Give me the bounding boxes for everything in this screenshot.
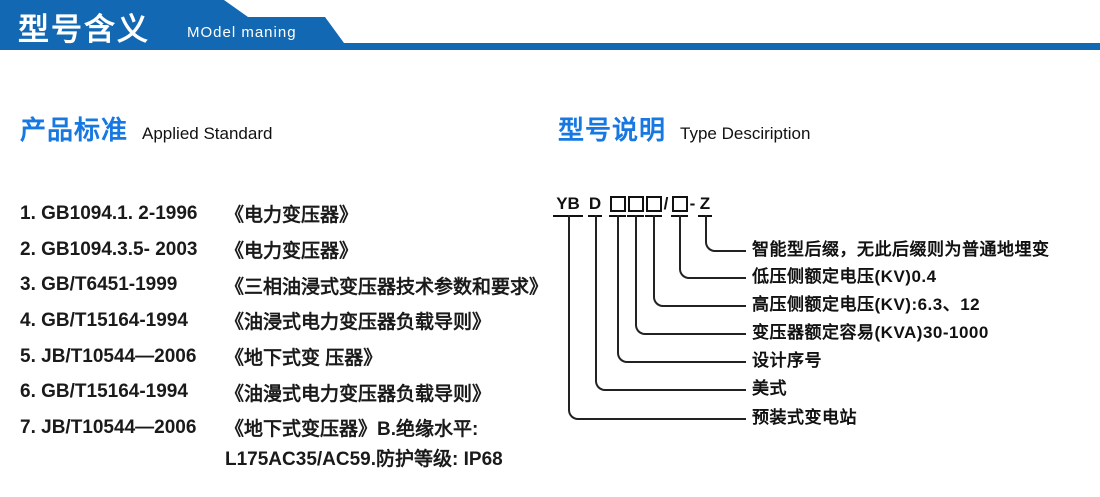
left-heading-zh: 产品标准 <box>20 115 129 145</box>
standard-list-item: 1. GB1094.1. 2-1996 《电力变压器》 <box>20 196 550 232</box>
connector-line <box>595 215 746 391</box>
standard-list-item: 5. JB/T10544—2006 《地下式变 压器》 <box>20 339 550 375</box>
connector-label: 美式 <box>752 379 787 398</box>
standards-continuation-line: L175AC35/AC59.防护等级: IP68 <box>225 449 503 470</box>
model-code-segment: / <box>663 194 669 213</box>
banner-shape <box>0 0 1100 50</box>
empty-box-glyph <box>645 196 662 212</box>
connector-label: 设计序号 <box>752 351 822 370</box>
model-code-box <box>671 193 688 217</box>
model-code-segment: D <box>588 193 602 217</box>
model-code-segment: Z <box>698 193 712 217</box>
standard-list-item: 3. GB/T6451-1999 《三相油浸式变压器技术参数和要求》 <box>20 267 550 303</box>
standard-code: 1. GB1094.1. 2-1996 <box>20 202 198 224</box>
connector-label: 智能型后缀，无此后缀则为普通地埋变 <box>752 240 1050 259</box>
standard-list-item: 4. GB/T15164-1994 《油浸式电力变压器负载导则》 <box>20 303 550 339</box>
empty-box-glyph <box>671 196 688 212</box>
standard-title: 《油漫式电力变压器负载导则》 <box>225 383 492 405</box>
standard-code: 7. JB/T10544—2006 <box>20 416 197 438</box>
banner-subtitle: MOdel maning <box>187 24 297 41</box>
model-code-segment: - <box>689 194 696 213</box>
standard-list-item: 2. GB1094.3.5- 2003 《电力变压器》 <box>20 232 550 268</box>
connector-line <box>653 215 746 307</box>
connector-label: 高压侧额定电压(KV):6.3、12 <box>752 295 981 314</box>
model-code-box <box>645 193 662 217</box>
connector-line <box>679 215 746 279</box>
connector-line <box>568 215 746 420</box>
empty-box-glyph <box>609 196 626 212</box>
connector-line <box>635 215 746 335</box>
connector-label: 低压侧额定电压(KV)0.4 <box>752 267 937 286</box>
right-heading-en: Type Desciription <box>680 124 811 143</box>
standard-title: 《地下式变 压器》 <box>225 348 383 370</box>
model-code-box <box>609 193 626 217</box>
standard-title: 《油浸式电力变压器负载导则》 <box>225 312 492 334</box>
standard-code: 3. GB/T6451-1999 <box>20 274 178 296</box>
connector-label: 变压器额定容易(KVA)30-1000 <box>752 323 989 342</box>
standard-list-item: 7. JB/T10544—2006 《地下式变压器》B.绝缘水平: <box>20 410 550 446</box>
standard-list-item: 6. GB/T15164-1994 《油漫式电力变压器负载导则》 <box>20 374 550 410</box>
standard-code: 2. GB1094.3.5- 2003 <box>20 238 198 260</box>
standard-title: 《地下式变压器》B.绝缘水平: <box>225 419 479 441</box>
standard-title: 《电力变压器》 <box>225 205 359 227</box>
empty-box-glyph <box>627 196 644 212</box>
right-section-heading: 型号说明 Type Desciription <box>558 110 810 147</box>
model-code-box <box>627 193 644 217</box>
left-heading-en: Applied Standard <box>142 124 273 143</box>
banner-polygon <box>0 0 1100 50</box>
connector-line <box>617 215 746 363</box>
banner-title: 型号含义 <box>18 12 150 47</box>
standard-title: 《三相油浸式变压器技术参数和要求》 <box>225 276 549 298</box>
standards-list: 1. GB1094.1. 2-1996 《电力变压器》 2. GB1094.3.… <box>20 196 550 446</box>
standard-code: 4. GB/T15164-1994 <box>20 309 188 331</box>
connector-label: 预装式变电站 <box>752 408 857 427</box>
standard-code: 5. JB/T10544—2006 <box>20 345 197 367</box>
left-section-heading: 产品标准 Applied Standard <box>20 110 272 147</box>
connector-line <box>705 215 746 252</box>
standard-title: 《电力变压器》 <box>225 241 359 263</box>
model-code-segment: YB <box>553 193 583 217</box>
standard-code: 6. GB/T15164-1994 <box>20 381 188 403</box>
right-heading-zh: 型号说明 <box>558 115 667 145</box>
